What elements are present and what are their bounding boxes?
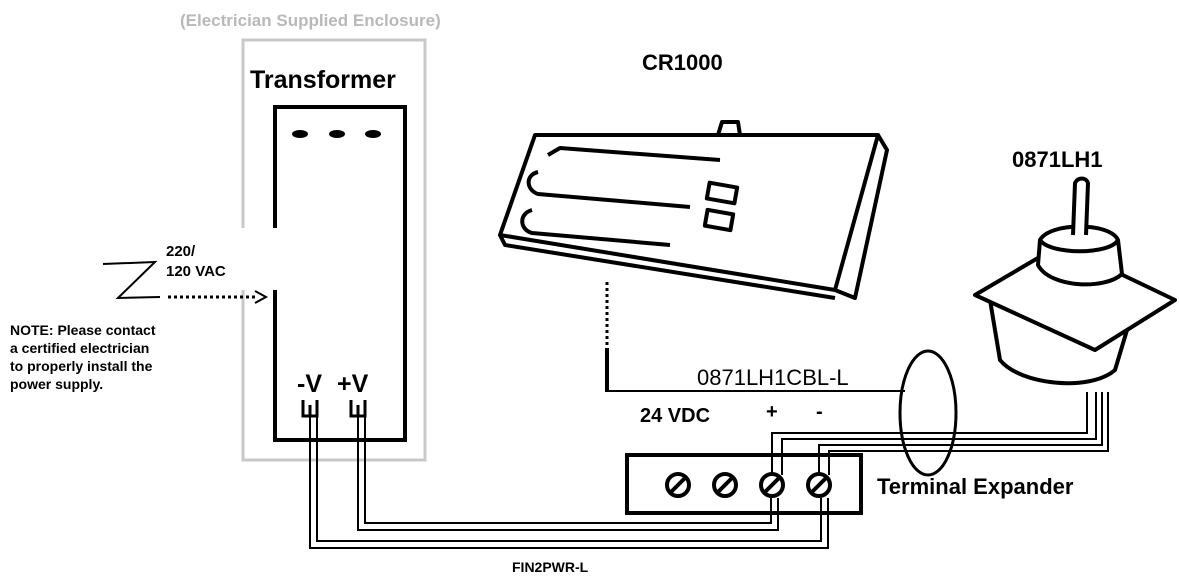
cable-ferrite-ellipse <box>898 349 958 477</box>
enclosure-label: (Electrician Supplied Enclosure) <box>180 11 441 30</box>
plus-label: + <box>766 401 778 423</box>
transformer-label: Transformer <box>250 66 396 94</box>
power-cable-label: FIN2PWR-L <box>512 559 589 575</box>
voltage-label-line1: 220/ <box>166 243 196 260</box>
terminal-expander-label: Terminal Expander <box>877 474 1074 499</box>
note-line-3: to properly install the <box>10 358 153 374</box>
terminal-screw-icon <box>665 472 832 498</box>
transformer-body <box>273 105 407 442</box>
ac-source-icon <box>102 260 161 300</box>
controller-label: CR1000 <box>642 50 723 75</box>
transformer-indicator-dots <box>292 130 381 138</box>
minus-v-label: -V <box>297 370 322 398</box>
sensor-0871lh1 <box>973 176 1177 386</box>
note-line-2: a certified electrician <box>10 340 149 356</box>
plus-v-label: +V <box>337 370 369 398</box>
voltage-label-line2: 120 VAC <box>166 263 226 280</box>
terminal-expander-box <box>625 453 863 515</box>
voltage-label-box <box>148 228 278 290</box>
minus-label: - <box>816 401 823 423</box>
power-cable-wires <box>309 416 829 549</box>
note-line-4: power supply. <box>10 376 103 392</box>
cable-label: 0871LH1CBL-L <box>697 365 849 390</box>
arrow-head-icon <box>254 290 269 304</box>
note-line-1: NOTE: Please contact <box>10 322 156 338</box>
sensor-label: 0871LH1 <box>1012 147 1103 172</box>
cr1000-datalogger <box>498 120 889 300</box>
sensor-wires <box>771 392 1109 475</box>
vdc-label: 24 VDC <box>640 405 710 427</box>
